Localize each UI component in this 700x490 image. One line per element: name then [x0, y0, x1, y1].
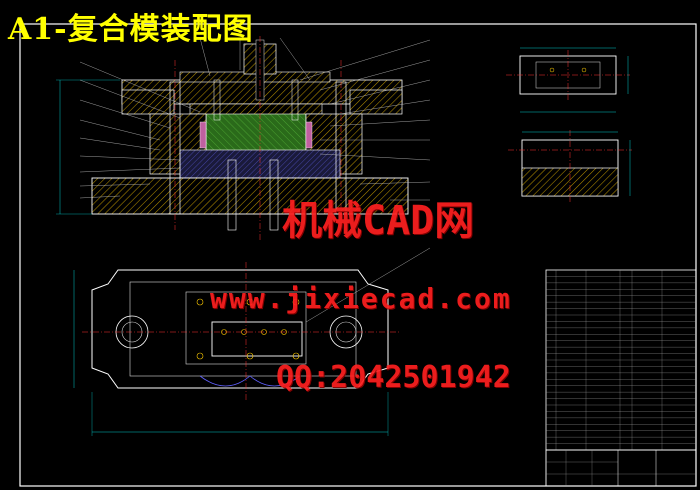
- title-block: [545, 449, 697, 487]
- top-plan-view: [73, 247, 431, 436]
- drawing-title: A1-复合模装配图: [8, 12, 254, 47]
- watermark-qq: QQ:2042501942: [276, 360, 511, 395]
- watermark-site-name: 机械CAD网: [282, 198, 475, 244]
- parts-list-table: [545, 269, 697, 451]
- watermark-url: www.jixiecad.com: [210, 282, 512, 315]
- part-detail-bottom: [508, 130, 632, 204]
- drawing-frame: [19, 23, 697, 487]
- part-detail-top: [506, 47, 630, 113]
- main-section-view: [56, 36, 431, 240]
